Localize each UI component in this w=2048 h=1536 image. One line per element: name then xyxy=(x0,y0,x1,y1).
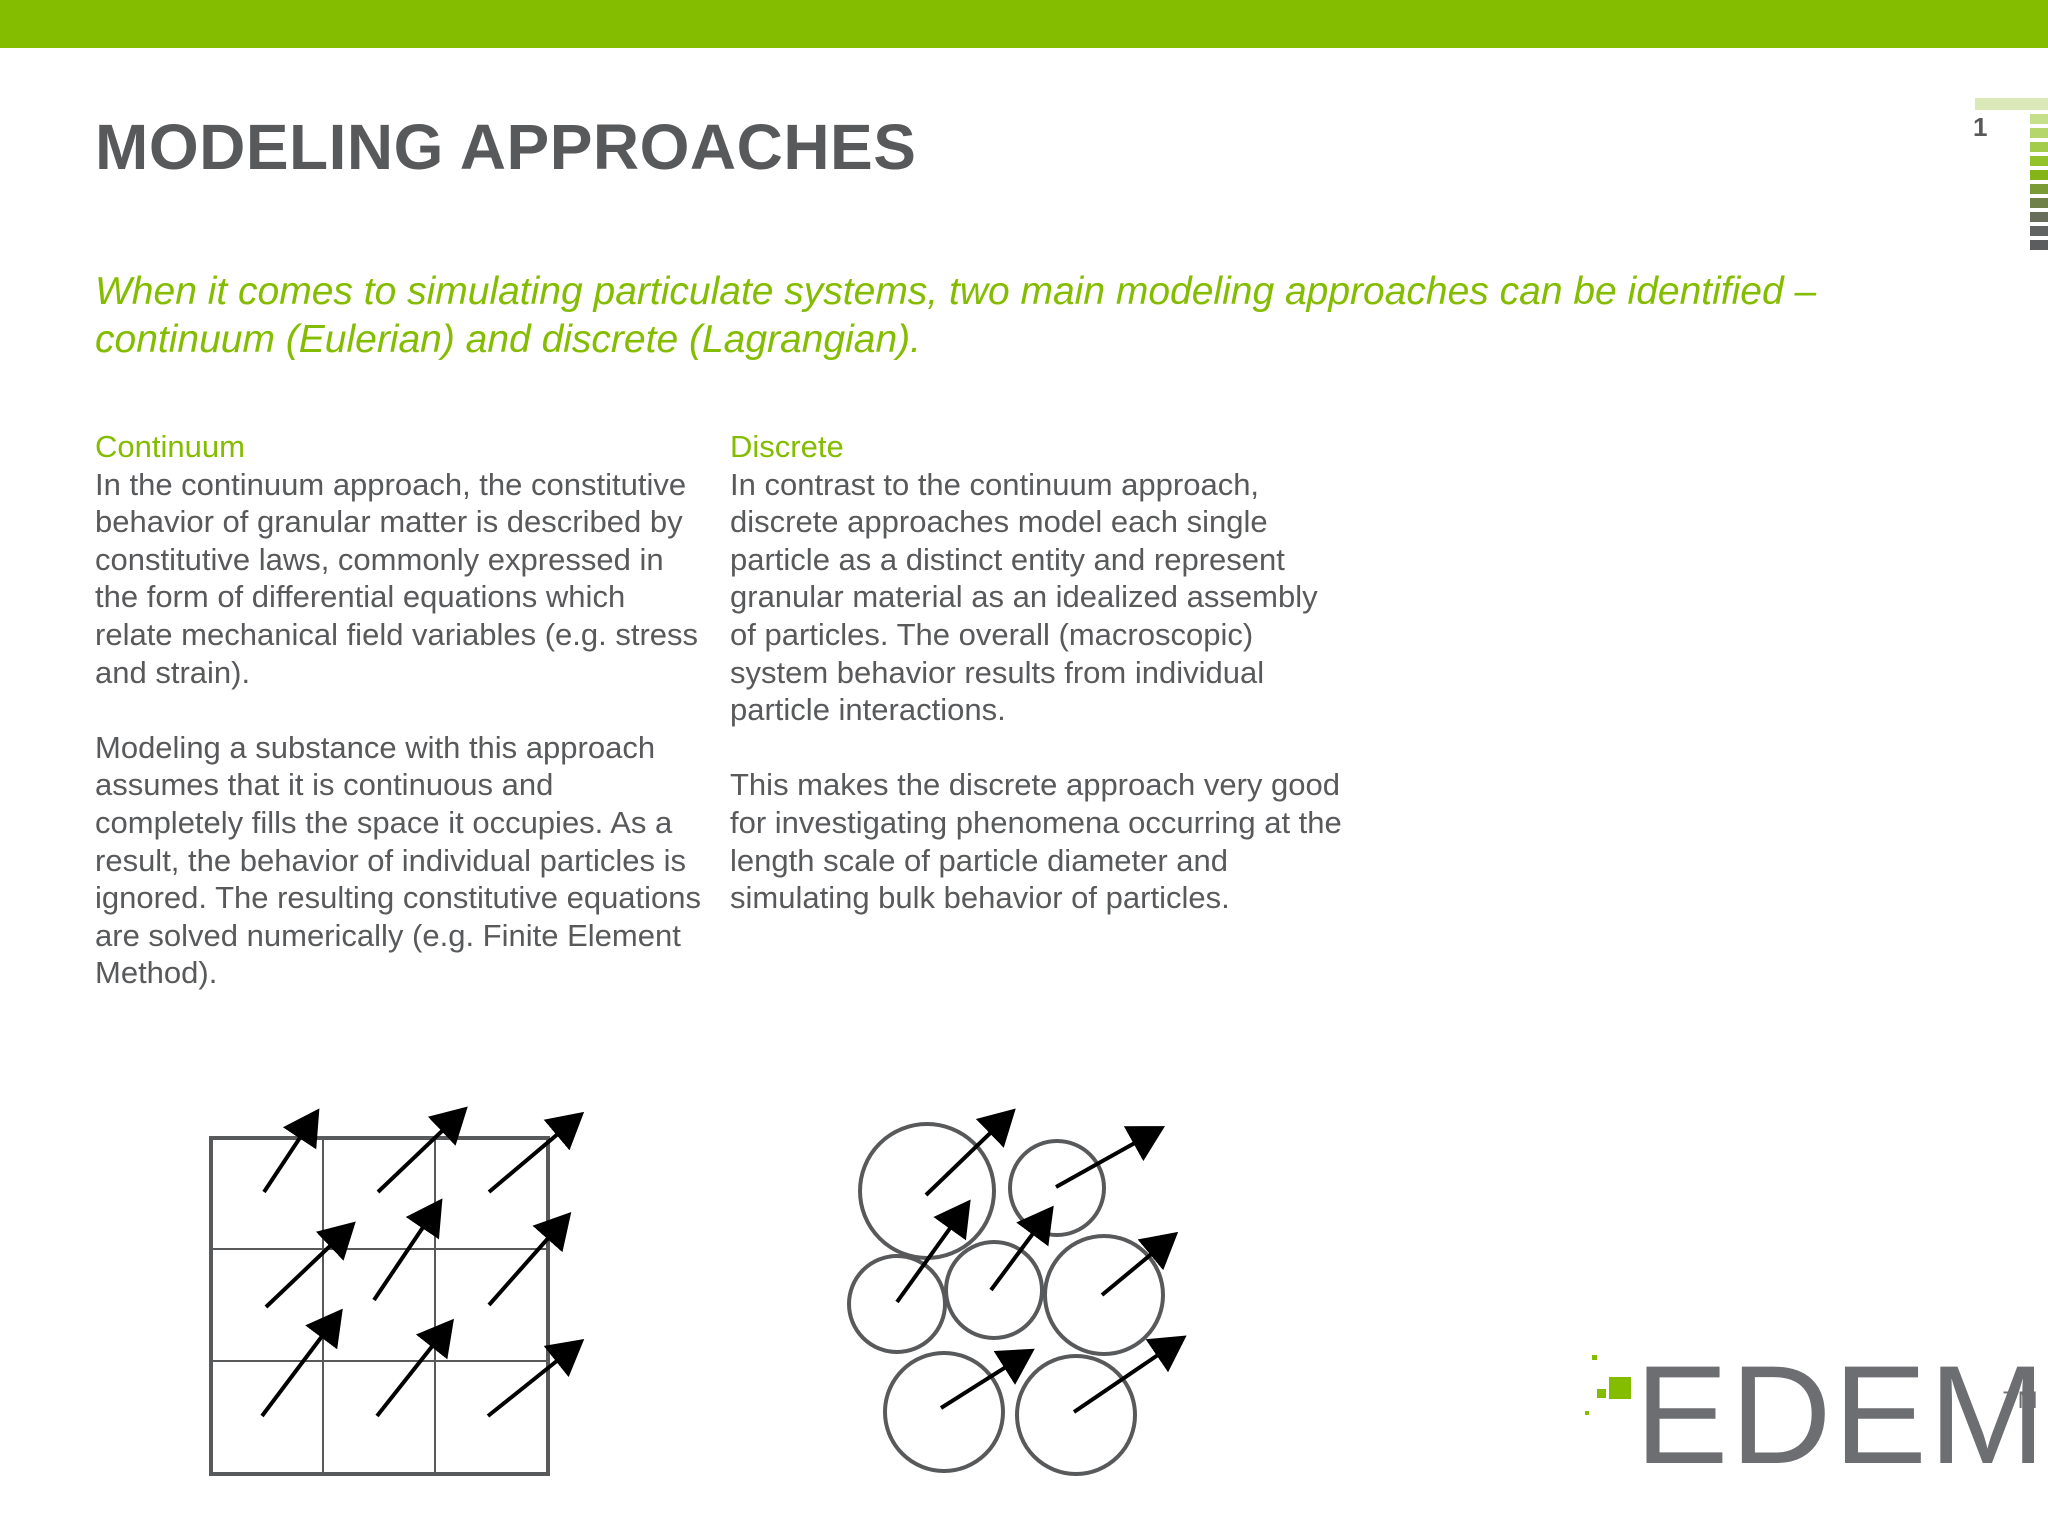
particle xyxy=(847,1254,947,1354)
discrete-paragraph: This makes the discrete approach very go… xyxy=(730,767,1342,916)
velocity-arrow xyxy=(375,1318,454,1418)
velocity-arrow xyxy=(939,1348,1035,1410)
discrete-paragraph: In contrast to the continuum approach, d… xyxy=(730,466,1318,728)
velocity-arrow xyxy=(487,1111,585,1194)
logo-wordmark: EDEM xyxy=(1635,1336,2048,1493)
particle xyxy=(944,1240,1044,1340)
top-accent-bar xyxy=(0,0,2048,48)
velocity-arrow xyxy=(264,1221,356,1309)
velocity-arrow xyxy=(487,1212,572,1307)
particle xyxy=(883,1351,1005,1473)
gradient-bars-decoration xyxy=(1975,98,2048,250)
continuum-grid-diagram xyxy=(209,1106,585,1476)
velocity-arrow xyxy=(372,1198,443,1302)
discrete-heading: Discrete xyxy=(730,429,844,464)
discrete-column: Discrete In contrast to the continuum ap… xyxy=(730,428,1350,954)
grid-outline xyxy=(209,1136,550,1476)
slide-subtitle: When it comes to simulating particulate … xyxy=(95,270,1817,361)
continuum-paragraph: Modeling a substance with this approach … xyxy=(95,729,702,991)
velocity-arrow xyxy=(895,1199,971,1304)
velocity-arrow xyxy=(486,1339,585,1418)
discrete-particles-diagram xyxy=(847,1108,1187,1476)
continuum-paragraph: In the continuum approach, the constitut… xyxy=(95,466,699,690)
edem-logo: EDEM TM xyxy=(1585,1345,2045,1485)
velocity-arrow xyxy=(260,1308,343,1418)
particle xyxy=(858,1122,996,1260)
continuum-column: Continuum In the continuum approach, the… xyxy=(95,428,705,1030)
logo-trademark: TM xyxy=(2003,1387,2038,1414)
continuum-heading: Continuum xyxy=(95,429,245,464)
slide-title: MODELING APPROACHES xyxy=(95,111,917,183)
velocity-arrow xyxy=(989,1205,1054,1292)
velocity-arrow xyxy=(924,1108,1016,1197)
velocity-arrow xyxy=(1055,1126,1165,1189)
velocity-arrow xyxy=(262,1108,320,1194)
particle xyxy=(1015,1354,1137,1476)
page-number: 1 xyxy=(1973,112,1988,142)
particle xyxy=(1043,1234,1165,1356)
logo-pixel-mark xyxy=(1585,1355,1631,1415)
velocity-arrow xyxy=(1072,1335,1187,1414)
velocity-arrow xyxy=(376,1106,468,1194)
particle xyxy=(1008,1139,1106,1237)
velocity-arrow xyxy=(1100,1231,1179,1297)
